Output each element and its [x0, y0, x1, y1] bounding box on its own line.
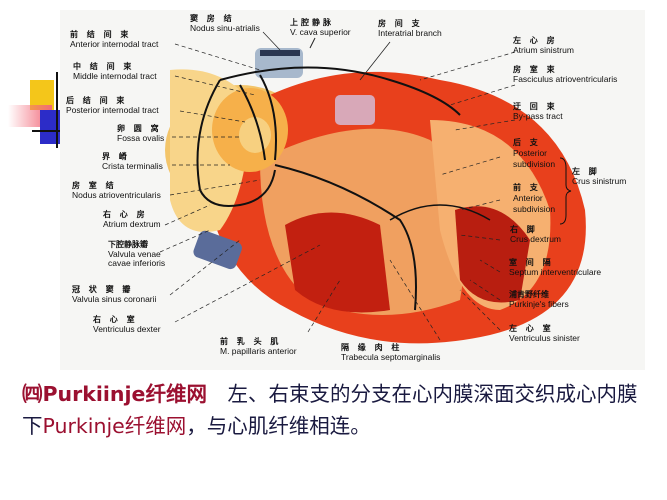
label-interatrial-branch: 房 间 支 Interatrial branch [378, 18, 442, 38]
heart-illustration [159, 31, 586, 344]
label-purkinje-fibers: 浦肯野纤维 Purkinje's fibers [509, 289, 569, 309]
caption-highlight: Purkinje纤维网 [42, 414, 187, 438]
label-fasciculus-atrioventricularis: 房 室 束 Fasciculus atrioventricularis [513, 64, 618, 84]
label-trabecula-septomarginalis: 隔 缘 肉 柱 Trabecula septomarginalis [341, 342, 441, 362]
heart-conduction-figure: 窦 房 结 Nodus sinu-atrialis 上腔静脉 V. cava s… [60, 10, 645, 370]
label-posterior-internodal-tract: 后 结 间 束 Posterior internodal tract [66, 95, 159, 115]
label-atrium-dextrum: 右 心 房 Atrium dextrum [103, 209, 161, 229]
decorative-horizontal-line [32, 130, 62, 132]
label-anterior-internodal-tract: 前 结 间 束 Anterior internodal tract [70, 29, 159, 49]
label-m-papillaris-anterior: 前 乳 头 肌 M. papillaris anterior [220, 336, 297, 356]
label-septum-interventriculare: 室 间 隔 Septum interventriculare [509, 257, 602, 277]
label-nodus-atrioventricularis: 房 室 结 Nodus atrioventricularis [72, 180, 161, 200]
decorative-blue-block [40, 110, 60, 144]
label-nodus-sinu-atrialis: 窦 房 结 Nodus sinu-atrialis [190, 13, 260, 33]
label-middle-internodal-tract: 中 结 间 束 Middle internodal tract [73, 61, 157, 81]
label-ventriculus-sinister: 左 心 室 Ventriculus sinister [509, 323, 580, 343]
label-anterior-subdivision: 前 支 Anterior subdivision [513, 182, 556, 214]
label-valvula-sinus-coronarii: 冠 状 窦 瓣 Valvula sinus coronarii [72, 284, 157, 304]
label-posterior-subdivision: 后 支 Posterior subdivision [513, 137, 556, 169]
label-crus-dextrum: 右 脚 Crus dextrum [510, 224, 562, 244]
label-by-pass-tract: 迂 回 束 By-pass tract [513, 101, 563, 121]
caption-paragraph: ㈣Purkiinje纤维网 左、右束支的分支在心内膜深面交织成心内膜下Purki… [22, 378, 652, 442]
label-v-cava-superior: 上腔静脉 V. cava superior [290, 17, 351, 37]
label-atrium-sinistrum: 左 心 房 Atrium sinistrum [513, 35, 574, 55]
caption-text-part1: 左、右束支的分支在心内膜深面交织成心内膜下 [22, 382, 638, 438]
label-fossa-ovalis: 卵 圆 窝 Fossa ovalis [117, 123, 165, 143]
label-crus-sinistrum: 左 脚 Crus sinistrum [572, 166, 627, 186]
label-crista-terminalis: 界 嵴 Crista terminalis [102, 151, 163, 171]
label-valvula-venae-cavae-inferioris: 下腔静脉瓣 Valvula venae cavae inferioris [108, 239, 166, 268]
label-ventriculus-dexter: 右 心 室 Ventriculus dexter [93, 314, 161, 334]
caption-heading: ㈣Purkiinje纤维网 [22, 382, 207, 406]
caption-text-part2: ，与心肌纤维相连。 [186, 414, 371, 438]
decorative-vertical-line [56, 72, 58, 148]
